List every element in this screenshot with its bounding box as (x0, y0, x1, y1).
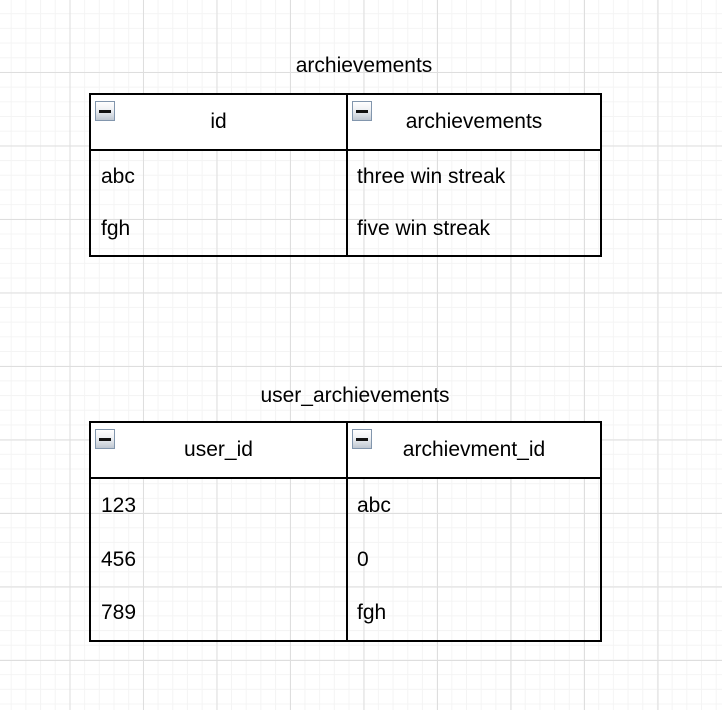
minus-glyph (99, 109, 111, 113)
table-row: 123 abc (91, 479, 600, 533)
minus-glyph (99, 437, 111, 441)
collapse-minus-icon[interactable] (352, 101, 372, 121)
table-user-archievements[interactable]: user_id archievment_id 123 abc 456 0 789… (89, 421, 602, 642)
table-cell[interactable]: 789 (101, 601, 137, 625)
column-header-user-id[interactable]: user_id (91, 423, 346, 477)
table-cell[interactable]: 456 (101, 547, 137, 571)
table-archievements[interactable]: id archievements abc three win streak fg… (89, 93, 602, 257)
column-header-id[interactable]: id (91, 95, 346, 149)
table-row: abc three win streak (91, 151, 600, 203)
table-cell[interactable]: five win streak (346, 203, 600, 255)
table-cell[interactable]: fgh (346, 586, 600, 641)
table-body: 123 abc 456 0 789 fgh (91, 479, 600, 641)
table-title-user-archievements[interactable]: user_archievements (260, 384, 450, 407)
table-cell[interactable]: three win streak (346, 151, 600, 203)
column-header-archievements[interactable]: archievements (346, 95, 600, 149)
column-header-label: archievment_id (402, 438, 546, 461)
column-header-archievment-id[interactable]: archievment_id (346, 423, 600, 477)
table-body: abc three win streak fgh five win streak (91, 151, 600, 255)
minus-glyph (356, 437, 368, 441)
table-cell[interactable]: fgh (101, 217, 131, 240)
table-cell[interactable]: abc (346, 479, 600, 533)
table-row: 456 0 (91, 532, 600, 587)
table-row: 789 fgh (91, 586, 600, 641)
table-cell[interactable]: 123 (101, 493, 137, 517)
minus-glyph (356, 109, 368, 113)
collapse-minus-icon[interactable] (352, 429, 372, 449)
column-header-label: archievements (405, 110, 543, 133)
table-title-archievements[interactable]: archievements (295, 54, 433, 77)
table-cell[interactable]: abc (101, 165, 135, 188)
collapse-minus-icon[interactable] (95, 429, 115, 449)
column-header-label: user_id (184, 438, 253, 461)
table-header-row: id archievements (91, 95, 600, 151)
table-row: fgh five win streak (91, 203, 600, 255)
collapse-minus-icon[interactable] (95, 101, 115, 121)
column-header-label: id (210, 110, 227, 133)
table-header-row: user_id archievment_id (91, 423, 600, 479)
table-cell[interactable]: 0 (346, 532, 600, 587)
